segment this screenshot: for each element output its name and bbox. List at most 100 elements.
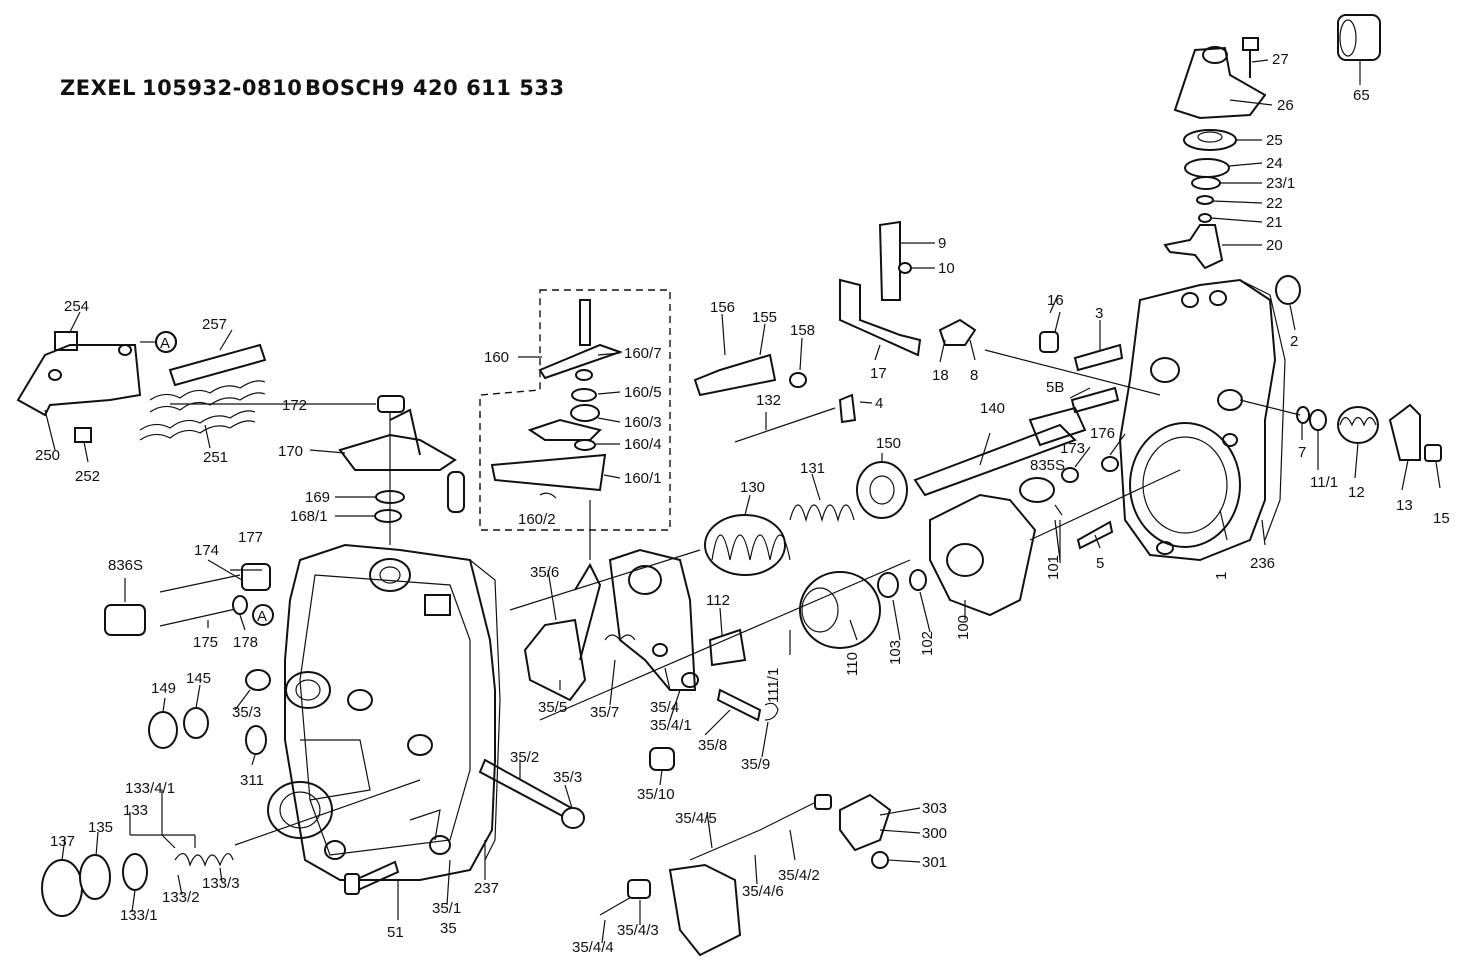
- label-103: 103: [887, 640, 904, 665]
- label-133-3: 133/3: [202, 875, 240, 892]
- label-23-1: 23/1: [1266, 175, 1295, 192]
- marker-a-label-2: A: [257, 608, 267, 625]
- label-160-3: 160/3: [624, 414, 662, 431]
- top-stack-parts: [1163, 14, 1381, 270]
- label-21: 21: [1266, 214, 1283, 231]
- flyweight-parts: [799, 477, 1055, 649]
- label-22: 22: [1266, 195, 1283, 212]
- label-4: 4: [875, 395, 883, 412]
- label-251: 251: [203, 449, 228, 466]
- label-149: 149: [151, 680, 176, 697]
- label-111-1: 111/1: [765, 668, 782, 703]
- label-8: 8: [970, 367, 978, 384]
- label-35-3b: 35/3: [553, 769, 582, 786]
- label-836s: 836S: [108, 557, 143, 574]
- label-35-4: 35/4: [650, 699, 679, 716]
- label-160-5: 160/5: [624, 384, 662, 401]
- label-17: 17: [870, 365, 887, 382]
- label-35-7: 35/7: [590, 704, 619, 721]
- label-10: 10: [938, 260, 955, 277]
- label-133-2: 133/2: [162, 889, 200, 906]
- label-35-4-1: 35/4/1: [650, 717, 692, 734]
- label-35-4-5: 35/4/5: [675, 810, 717, 827]
- part-labels: 27 26 25 24 23/1 22 21 20 65 2 9 10 17 1…: [35, 51, 1450, 956]
- label-133: 133: [123, 802, 148, 819]
- zexel-label: ZEXEL: [60, 76, 136, 100]
- label-35-6: 35/6: [530, 564, 559, 581]
- label-35-5: 35/5: [538, 699, 567, 716]
- housing-bolts: [1039, 331, 1124, 550]
- label-132: 132: [756, 392, 781, 409]
- label-35-8: 35/8: [698, 737, 727, 754]
- label-110: 110: [844, 652, 861, 676]
- label-252: 252: [75, 468, 100, 485]
- right-side-parts: [1275, 275, 1442, 462]
- label-112: 112: [706, 592, 730, 609]
- label-131: 131: [800, 460, 825, 477]
- label-137: 137: [50, 833, 75, 850]
- label-25: 25: [1266, 132, 1283, 149]
- label-20: 20: [1266, 237, 1283, 254]
- bosch-label: BOSCH: [305, 76, 390, 100]
- label-15: 15: [1433, 510, 1450, 527]
- label-158: 158: [790, 322, 815, 339]
- pump-housing: [267, 543, 501, 881]
- label-13: 13: [1396, 497, 1413, 514]
- label-835s: 835S: [1030, 457, 1065, 474]
- label-5: 5: [1096, 555, 1104, 572]
- label-301: 301: [922, 854, 947, 871]
- dashed-assembly-160: [479, 289, 671, 531]
- label-3: 3: [1095, 305, 1103, 322]
- label-175: 175: [193, 634, 218, 651]
- label-16: 16: [1047, 292, 1064, 309]
- centerlines: [234, 349, 1301, 846]
- marker-a-1: A: [155, 331, 177, 353]
- label-150: 150: [876, 435, 901, 452]
- label-35-9: 35/9: [741, 756, 770, 773]
- label-178: 178: [233, 634, 258, 651]
- label-250: 250: [35, 447, 60, 464]
- label-130: 130: [740, 479, 765, 496]
- label-65: 65: [1353, 87, 1370, 104]
- label-35-4-4: 35/4/4: [572, 939, 614, 956]
- label-300: 300: [922, 825, 947, 842]
- label-311: 311: [240, 772, 264, 789]
- label-173: 173: [1060, 440, 1085, 457]
- label-35-4-2: 35/4/2: [778, 867, 820, 884]
- label-5b: 5B: [1046, 379, 1064, 396]
- bosch-number: 9 420 611 533: [390, 76, 565, 100]
- label-35-4-6: 35/4/6: [742, 883, 784, 900]
- left-bracket-parts: [16, 331, 267, 443]
- label-100: 100: [955, 615, 972, 640]
- label-160: 160: [484, 349, 509, 366]
- label-160-2: 160/2: [518, 511, 556, 528]
- label-254: 254: [64, 298, 89, 315]
- label-102: 102: [919, 631, 936, 656]
- label-7: 7: [1298, 444, 1306, 461]
- label-1: 1: [1213, 572, 1230, 580]
- zexel-number: 105932-0810: [142, 76, 303, 100]
- label-160-7: 160/7: [624, 345, 662, 362]
- center-lever-parts: [523, 548, 779, 771]
- label-257: 257: [202, 316, 227, 333]
- leader-lines: [44, 59, 1441, 944]
- label-35-3a: 35/3: [232, 704, 261, 721]
- label-133-4-1: 133/4/1: [125, 780, 175, 797]
- label-12: 12: [1348, 484, 1365, 501]
- shaft-140: [913, 406, 1087, 497]
- center-springs: [704, 461, 908, 576]
- label-237: 237: [474, 880, 499, 897]
- label-176: 176: [1090, 425, 1115, 442]
- label-11-1: 11/1: [1310, 474, 1338, 491]
- label-27: 27: [1272, 51, 1289, 68]
- label-160-4: 160/4: [624, 436, 662, 453]
- label-9: 9: [938, 235, 946, 252]
- bracket-9-17: [693, 220, 977, 443]
- label-172: 172: [282, 397, 307, 414]
- label-35-4-3: 35/4/3: [617, 922, 659, 939]
- label-101: 101: [1045, 555, 1062, 580]
- lever-parts: [338, 395, 465, 523]
- label-169: 169: [305, 489, 330, 506]
- label-236: 236: [1250, 555, 1275, 572]
